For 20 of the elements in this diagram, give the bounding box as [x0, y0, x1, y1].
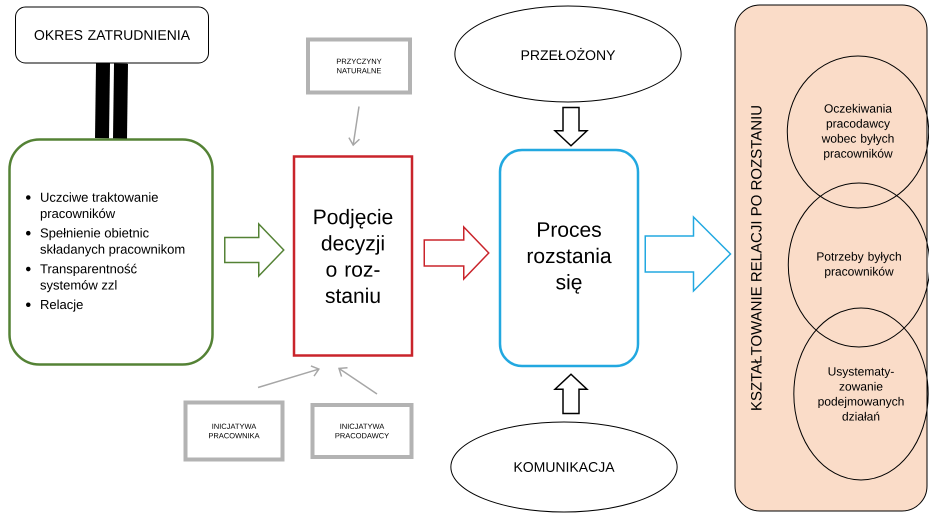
rounded-box: OKRES ZATRUDNIENIA [15, 6, 209, 64]
list-box [8, 138, 214, 366]
block-arrow [553, 373, 589, 414]
bullet-item: Transparentność systemów zzl [26, 264, 137, 292]
ellipse-node: PRZEŁOŻONY [454, 6, 682, 102]
block-arrow [424, 225, 490, 281]
ellipse-node: KOMUNIKACJA [450, 422, 678, 512]
bullet-item: Relacje [26, 300, 83, 312]
decision-box: Podjęcie decyzji o roz- staniu [292, 155, 414, 357]
block-arrow [553, 106, 589, 147]
arrow [258, 365, 320, 388]
bullet-item: Spełnienie obietnic składanych pracownikom [26, 228, 184, 256]
double-bar [95, 63, 128, 138]
block-arrow [224, 222, 285, 278]
bullet-item: Uczciwe traktowanie pracowników [26, 192, 158, 221]
process-box: Proces rozstania się [498, 148, 640, 368]
arrow [348, 106, 360, 146]
block-arrow [644, 215, 732, 293]
arrow [338, 366, 378, 395]
ellipse-node: Usystematy- zowanie podejmowanych działań [793, 308, 929, 480]
